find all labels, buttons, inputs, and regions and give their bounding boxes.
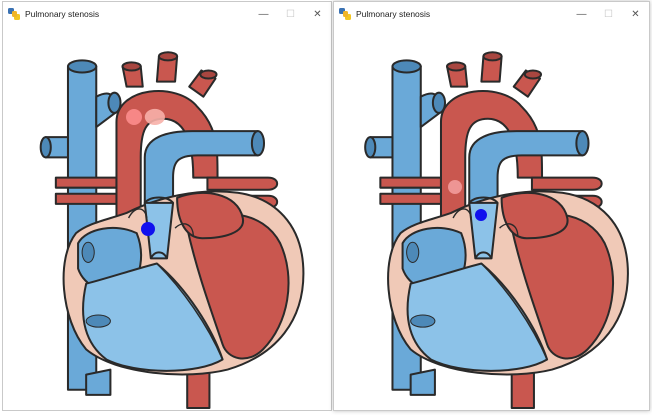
title-bar[interactable]: Pulmonary stenosis — ☐ ✕: [3, 2, 331, 26]
minimize-button[interactable]: —: [250, 2, 277, 26]
app-icon: [338, 7, 352, 21]
app-icon: [7, 7, 21, 21]
heart-illustration: [3, 26, 331, 410]
deoxygenated-blood-marker: [475, 209, 487, 221]
maximize-button[interactable]: ☐: [595, 2, 622, 26]
heart-illustration: [334, 26, 649, 410]
maximize-button[interactable]: ☐: [277, 2, 304, 26]
title-bar[interactable]: Pulmonary stenosis — ☐ ✕: [334, 2, 649, 26]
close-button[interactable]: ✕: [622, 2, 649, 26]
heart-canvas: [334, 26, 649, 410]
window-title: Pulmonary stenosis: [356, 9, 430, 19]
deoxygenated-blood-marker: [141, 222, 155, 236]
close-button[interactable]: ✕: [304, 2, 331, 26]
minimize-button[interactable]: —: [568, 2, 595, 26]
window-title: Pulmonary stenosis: [25, 9, 99, 19]
oxygenated-blood-marker: [126, 109, 142, 125]
oxygenated-blood-marker: [448, 180, 462, 194]
heart-canvas: [3, 26, 331, 410]
simulation-window-right: Pulmonary stenosis — ☐ ✕: [333, 1, 650, 411]
simulation-window-left: Pulmonary stenosis — ☐ ✕: [2, 1, 332, 411]
